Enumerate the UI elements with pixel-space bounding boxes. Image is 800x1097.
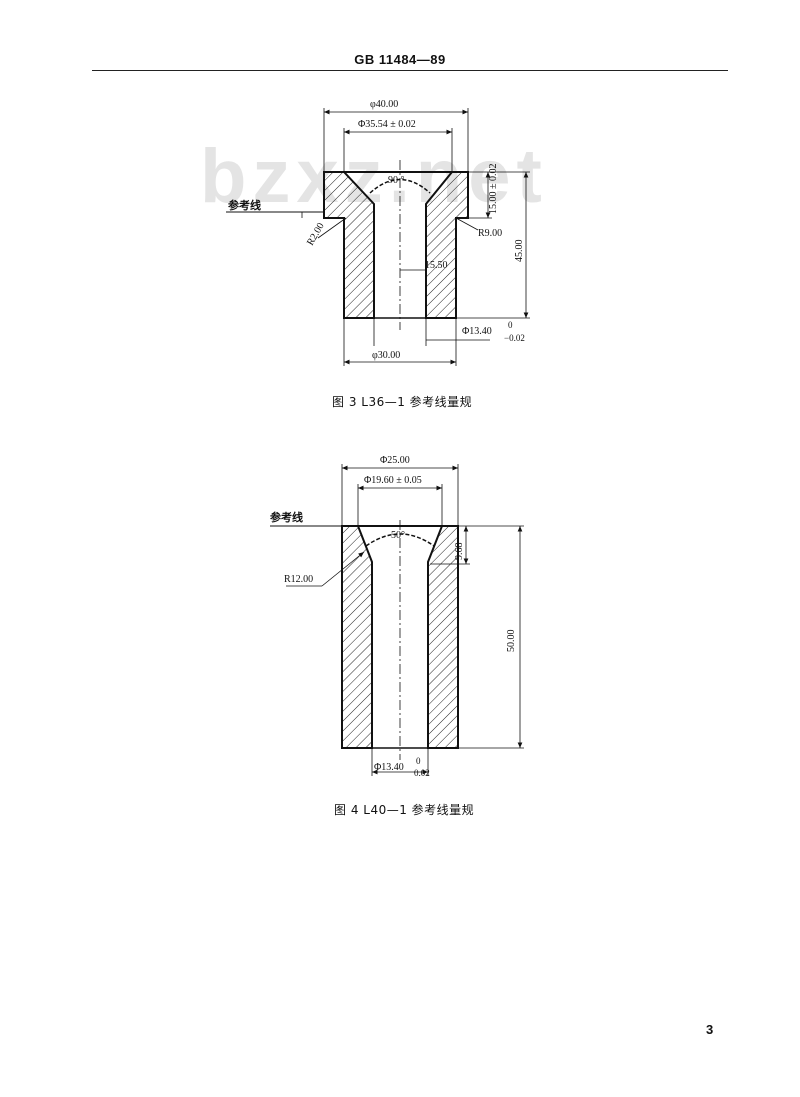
fig3-head-height: 15.00 ± 0.02 <box>488 164 499 215</box>
fig3-mouth-dia: Φ35.54 ± 0.02 <box>358 119 416 130</box>
figure-4-drawing: Φ25.00 Φ19.60 ± 0.05 50° 参考线 R12.00 9.68… <box>270 455 524 778</box>
fig4-angle: 50° <box>391 530 405 541</box>
fig3-right-section <box>425 171 469 319</box>
fig4-total-height: 50.00 <box>506 630 517 653</box>
header-rule <box>92 70 728 71</box>
fig4-left-section <box>341 525 373 749</box>
figure-3-caption: 图 3 L36—1 参考线量规 <box>332 395 473 409</box>
fig3-bore-depth: 15.50 <box>425 260 448 271</box>
fig3-bore-tol-upper: 0 <box>508 320 513 330</box>
fig3-bore-tol-lower: −0.02 <box>504 333 525 343</box>
fig3-angle: 90 ° <box>388 175 405 186</box>
fig4-fillet: R12.00 <box>284 574 313 585</box>
fig4-mouth-dia: Φ19.60 ± 0.05 <box>364 475 422 486</box>
fig3-outer-dia: φ40.00 <box>370 99 398 110</box>
fig4-outer-dia: Φ25.00 <box>380 455 410 466</box>
fig3-ref-label: 参考线 <box>228 198 261 212</box>
fig3-fillet-large: R9.00 <box>478 228 502 239</box>
figure-4-caption: 图 4 L40—1 参考线量规 <box>334 803 475 817</box>
standard-number-header: GB 11484—89 <box>354 52 446 67</box>
page-number: 3 <box>706 1022 714 1037</box>
fig3-left-section <box>323 171 375 319</box>
figure-3-drawing: φ40.00 Φ35.54 ± 0.02 90 ° 参考线 R2.00 15.0… <box>226 99 530 366</box>
fig4-bore-tol-lower: 0.02 <box>414 768 430 778</box>
fig3-body-dia: φ30.00 <box>372 350 400 361</box>
fig3-bore-dia: Φ13.40 <box>462 326 492 337</box>
fig4-bore-dia: Φ13.40 <box>374 762 404 773</box>
fig4-cone-depth: 9.68 <box>454 543 465 561</box>
fig4-bore-tol-upper: 0 <box>416 756 421 766</box>
fig3-total-height: 45.00 <box>514 240 525 263</box>
fig4-ref-label: 参考线 <box>270 510 303 524</box>
